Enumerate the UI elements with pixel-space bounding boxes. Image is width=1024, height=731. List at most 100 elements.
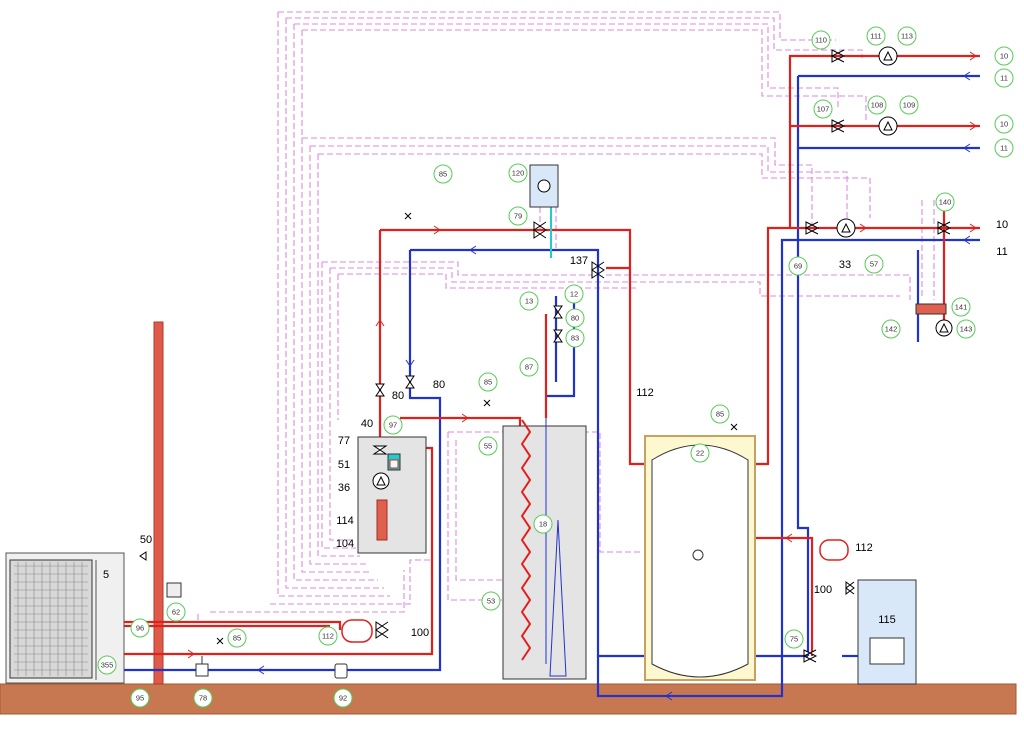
air-vents (216, 212, 738, 645)
component-label-85b: 85 (433, 164, 453, 184)
label-text: 92 (339, 694, 347, 703)
label-ring (193, 688, 213, 708)
label-text: 104 (336, 538, 354, 550)
component-label-18: 18 (533, 514, 553, 534)
label-text: 85 (484, 378, 492, 387)
label-text: 11 (1000, 144, 1008, 153)
component-label-79: 79 (508, 206, 528, 226)
dhw-tank (502, 418, 587, 680)
component-label-40: 40 (361, 418, 373, 430)
component-label-110: 110 (811, 30, 831, 50)
outdoor-sensor (139, 551, 147, 561)
label-text: 13 (525, 297, 533, 306)
label-text: 80 (392, 390, 404, 402)
component-label-92: 92 (333, 688, 353, 708)
label-text: 112 (322, 632, 334, 641)
label-text: 120 (512, 169, 525, 178)
component-label-80a: 80 (392, 390, 404, 402)
label-text: 85 (233, 634, 241, 643)
component-label-142: 142 (881, 319, 901, 339)
label-ring (97, 655, 117, 675)
label-text: 22 (696, 449, 704, 458)
component-label-50: 50 (140, 534, 152, 546)
floor-slab (0, 683, 1017, 715)
label-text: 114 (336, 515, 354, 527)
component-label-53: 53 (481, 591, 501, 611)
component-label-33: 33 (839, 259, 851, 271)
component-label-10b: 10 (994, 114, 1014, 134)
heat-pump-outdoor-unit (5, 552, 125, 684)
label-ring (864, 254, 884, 274)
control-wiring (197, 11, 935, 620)
component-label-62: 62 (166, 602, 186, 622)
component-label-85d: 85 (710, 404, 730, 424)
label-ring (564, 284, 584, 304)
label-ring (508, 206, 528, 226)
label-ring (994, 68, 1014, 88)
component-label-22: 22 (690, 443, 710, 463)
component-label-114: 114 (336, 515, 354, 527)
component-label-80c: 80 (565, 308, 585, 328)
component-label-10a: 10 (994, 46, 1014, 66)
label-text: 18 (539, 520, 547, 529)
buffer-tank (644, 435, 756, 681)
label-text: 10 (1000, 52, 1008, 61)
component-label-112b: 112 (636, 387, 654, 399)
label-text: 53 (487, 597, 495, 606)
label-text: 107 (817, 105, 830, 114)
label-text: 80 (433, 379, 445, 391)
label-text: 137 (570, 255, 588, 267)
component-label-69: 69 (788, 256, 808, 276)
label-text: 108 (871, 101, 884, 110)
label-ring (519, 357, 539, 377)
label-text: 112 (636, 387, 654, 399)
label-text: 11 (1000, 74, 1008, 83)
label-ring (383, 415, 403, 435)
label-ring (130, 618, 150, 638)
component-label-96: 96 (130, 618, 150, 638)
label-ring (565, 328, 585, 348)
label-ring (478, 436, 498, 456)
label-ring (994, 46, 1014, 66)
component-label-11a: 11 (994, 68, 1014, 88)
component-label-83: 83 (565, 328, 585, 348)
component-label-107: 107 (813, 99, 833, 119)
component-label-95: 95 (130, 688, 150, 708)
label-text: 141 (955, 303, 968, 312)
label-text: 69 (794, 262, 802, 271)
label-text: 112 (855, 542, 873, 554)
label-text: 83 (571, 334, 579, 343)
label-ring (788, 256, 808, 276)
component-label-5: 5 (103, 569, 109, 581)
component-label-111: 111 (866, 26, 886, 46)
component-label-141: 141 (951, 297, 971, 317)
label-ring (690, 443, 710, 463)
label-ring (227, 628, 247, 648)
label-text: 96 (136, 624, 144, 633)
component-label-12: 12 (564, 284, 584, 304)
dirt-separator (195, 656, 209, 677)
chimney (153, 321, 164, 685)
label-ring (710, 404, 730, 424)
label-text: 115 (878, 614, 896, 626)
component-label-85a: 85 (227, 628, 247, 648)
flow-arrows (187, 51, 977, 701)
label-text: 50 (140, 534, 152, 546)
component-label-78: 78 (193, 688, 213, 708)
label-text: 55 (484, 442, 492, 451)
room-controller (166, 582, 182, 598)
label-text: 85 (439, 170, 447, 179)
label-ring (935, 192, 955, 212)
component-label-100b: 100 (814, 584, 832, 596)
label-ring (881, 319, 901, 339)
component-label-10c: 10 (996, 219, 1008, 231)
label-text: 78 (199, 694, 207, 703)
component-label-97: 97 (383, 415, 403, 435)
component-label-77: 77 (338, 435, 350, 447)
label-text: 80 (571, 314, 579, 323)
component-label-115: 115 (878, 614, 896, 626)
component-label-108: 108 (867, 95, 887, 115)
label-text: 51 (338, 459, 350, 471)
label-text: 5 (103, 569, 109, 581)
